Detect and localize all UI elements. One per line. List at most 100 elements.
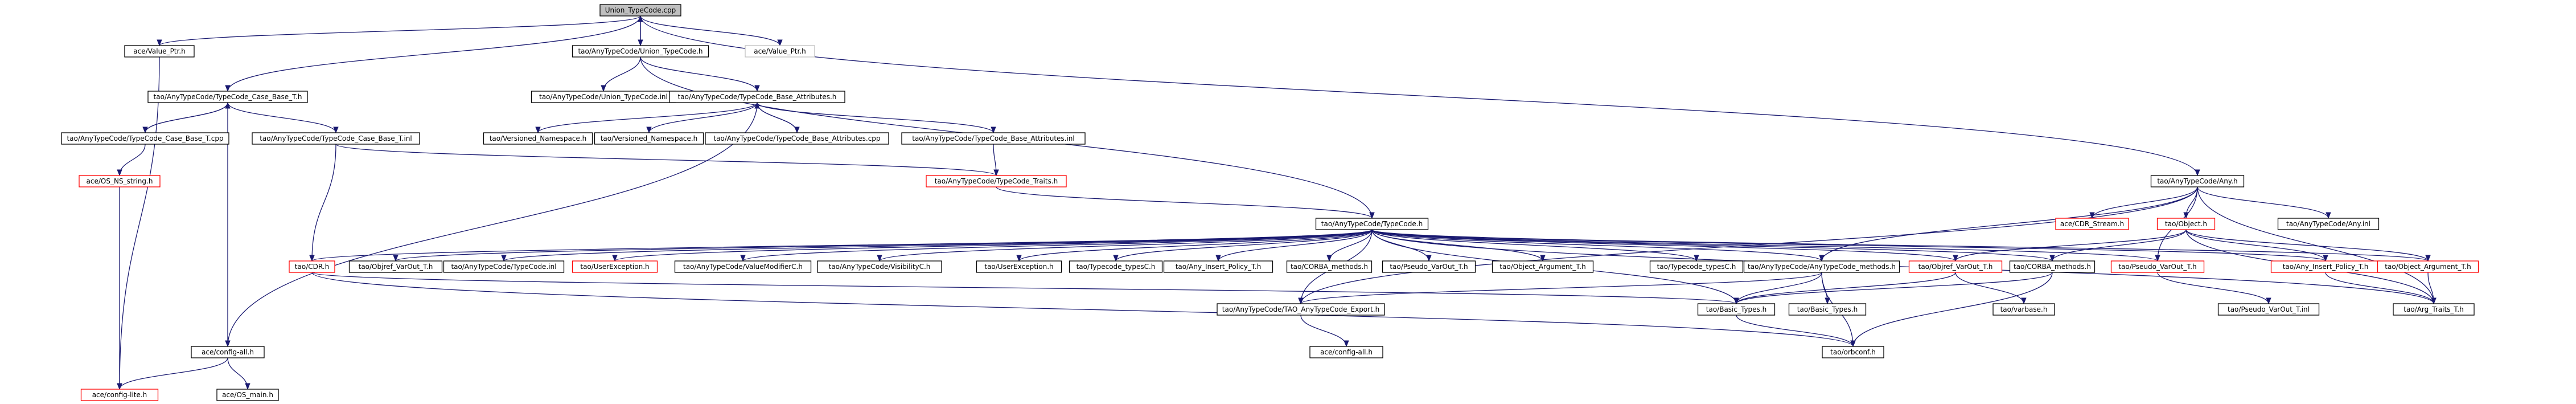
node-any-insert-policy-1[interactable]: tao/Any_Insert_Policy_T.h [1163,260,1273,273]
edge-root-to-any-h [640,15,2200,177]
edge-typecode-h-to-any-insert-policy-1 [1215,229,1373,262]
node-label: tao/Pseudo_VarOut_T.inl [2228,305,2310,313]
node-box [2277,218,2380,230]
node-box [817,260,942,273]
edge-typecode-h-to-value-modifier [740,229,1373,262]
node-label: tao/CDR.h [295,263,329,271]
node-config-lite[interactable]: ace/config-lite.h [80,389,159,401]
edge-base-attributes-h-to-versioned-ns-1 [535,102,758,134]
edge-union-typecode-h-to-union-typecode-inl [601,56,641,92]
node-typecode-typesc-2[interactable]: tao/Typecode_typesC.h [1649,260,1744,273]
edge-corba-methods-2-to-orbconf [1850,272,2053,348]
node-object-argument-2[interactable]: tao/Object_Argument_T.h [2377,260,2479,273]
node-value-ptr-1[interactable]: ace/Value_Ptr.h [124,45,195,58]
node-box [216,389,279,401]
node-pseudo-varout-1[interactable]: tao/Pseudo_VarOut_T.h [1382,260,1476,273]
edge-typecode-h-to-corba-methods-2 [1371,229,2055,262]
node-case-base-t-cpp[interactable]: tao/AnyTypeCode/TypeCode_Case_Base_T.cpp [61,132,229,145]
node-typecode-typesc-1[interactable]: tao/Typecode_typesC.h [1069,260,1163,273]
edge-typecode-h-to-cdr-h [310,229,1373,262]
node-box [289,260,335,273]
node-corba-methods-2[interactable]: tao/CORBA_methods.h [2009,260,2096,273]
node-varbase[interactable]: tao/varbase.h [1992,303,2055,316]
node-label: tao/Any_Insert_Policy_T.h [1176,263,1262,271]
node-any-insert-policy-2[interactable]: tao/Any_Insert_Policy_T.h [2270,260,2381,273]
node-label: tao/AnyTypeCode/Any.h [2157,177,2237,185]
node-box [1788,303,1867,316]
node-label: ace/config-lite.h [92,391,147,399]
node-object-h[interactable]: tao/Object.h [2156,218,2216,230]
node-cdr-h[interactable]: tao/CDR.h [289,260,335,273]
node-label: tao/Objref_VarOut_T.h [1918,263,1993,271]
node-label: tao/Object_Argument_T.h [1499,263,1585,271]
edge-root-to-value-ptr-2 [640,15,783,47]
node-anytypecode-methods[interactable]: tao/AnyTypeCode/AnyTypeCode_methods.h [1743,260,1900,273]
edge-object-h-to-corba-methods-2 [2049,229,2187,262]
node-any-h[interactable]: tao/AnyTypeCode/Any.h [2150,175,2245,187]
edge-cdr-h-to-basic-types-1 [311,272,1739,305]
node-label: tao/Basic_Types.h [1797,305,1858,313]
node-label: tao/Versioned_Namespace.h [601,134,698,142]
node-label: tao/AnyTypeCode/AnyTypeCode_methods.h [1748,263,1896,271]
edge-objref-varout-2-to-varbase [1955,272,2027,305]
edge-typecode-h-to-typecode-inl [501,229,1373,262]
node-root[interactable]: Union_TypeCode.cpp [599,4,681,17]
node-visibility[interactable]: tao/AnyTypeCode/VisibilityC.h [817,260,942,273]
node-arg-traits[interactable]: tao/Arg_Traits_T.h [2393,303,2475,316]
node-label: ace/CDR_Stream.h [2060,220,2124,228]
node-box [1315,218,1429,230]
edge-any-h-to-any-inl [2197,186,2331,219]
node-config-all-1[interactable]: ace/config-all.h [191,346,265,358]
node-basic-types-2[interactable]: tao/Basic_Types.h [1788,303,1867,316]
node-union-typecode-inl[interactable]: tao/AnyTypeCode/Union_TypeCode.inl [531,91,676,103]
node-basic-types-1[interactable]: tao/Basic_Types.h [1697,303,1776,316]
node-os-ns-string[interactable]: ace/OS_NS_string.h [79,175,161,187]
edge-any-h-to-cdr-stream [2089,186,2198,219]
edge-typecode-h-to-user-exception-1 [612,229,1373,262]
edge-any-insert-policy-2-to-arg-traits [2325,272,2437,305]
edge-typecode-h-to-any-insert-policy-2 [1371,229,2328,262]
node-box [1992,303,2055,316]
node-cdr-stream[interactable]: ace/CDR_Stream.h [2055,218,2129,230]
edge-root-to-value-ptr-1 [157,15,641,47]
edge-object-h-to-objref-varout-2 [1953,229,2187,262]
edge-object-h-to-object-argument-2 [2185,229,2431,262]
node-label: tao/AnyTypeCode/ValueModifierC.h [683,263,803,271]
node-union-typecode-h[interactable]: tao/AnyTypeCode/Union_TypeCode.h [572,45,709,58]
node-case-base-t-h[interactable]: tao/AnyTypeCode/TypeCode_Case_Base_T.h [147,91,308,103]
node-versioned-ns-1[interactable]: tao/Versioned_Namespace.h [483,132,593,145]
node-objref-varout[interactable]: tao/Objref_VarOut_T.h [348,260,443,273]
node-label: ace/Value_Ptr.h [133,47,186,55]
node-versioned-ns-2[interactable]: tao/Versioned_Namespace.h [594,132,704,145]
node-object-argument-1[interactable]: tao/Object_Argument_T.h [1492,260,1594,273]
node-typecode-inl[interactable]: tao/AnyTypeCode/TypeCode.inl [443,260,565,273]
node-corba-methods-1[interactable]: tao/CORBA_methods.h [1286,260,1373,273]
node-pseudo-varout-2[interactable]: tao/Pseudo_VarOut_T.h [2110,260,2205,273]
node-box [1069,260,1163,273]
node-label: tao/AnyTypeCode/TypeCode.inl [451,263,556,271]
node-case-base-t-inl[interactable]: tao/AnyTypeCode/TypeCode_Case_Base_T.inl [252,132,420,145]
edge-typecode-h-to-typecode-typesc-2 [1371,229,1699,262]
node-objref-varout-2[interactable]: tao/Objref_VarOut_T.h [1908,260,2003,273]
node-base-attributes-inl[interactable]: tao/AnyTypeCode/TypeCode_Base_Attributes… [901,132,1086,145]
node-tao-export[interactable]: tao/AnyTypeCode/TAO_AnyTypeCode_Export.h [1217,303,1385,316]
node-base-attributes-cpp[interactable]: tao/AnyTypeCode/TypeCode_Base_Attributes… [705,132,889,145]
node-os-main[interactable]: ace/OS_main.h [216,389,279,401]
node-value-modifier[interactable]: tao/AnyTypeCode/ValueModifierC.h [674,260,812,273]
node-label: tao/Object.h [2165,220,2207,228]
node-label: tao/Typecode_typesC.h [1657,263,1736,271]
node-typecode-traits[interactable]: tao/AnyTypeCode/TypeCode_Traits.h [926,175,1067,187]
node-user-exception-1[interactable]: tao/UserException.h [572,260,658,273]
node-label: tao/Objref_VarOut_T.h [359,263,433,271]
node-user-exception-2[interactable]: tao/UserException.h [976,260,1062,273]
node-typecode-h[interactable]: tao/AnyTypeCode/TypeCode.h [1315,218,1429,230]
edge-config-all-1-to-config-lite [117,357,228,390]
node-label: tao/UserException.h [580,263,649,271]
edge-tao-export-to-config-all-2 [1300,315,1349,348]
node-pseudo-varout-inl[interactable]: tao/Pseudo_VarOut_T.inl [2217,303,2320,316]
node-label: tao/UserException.h [984,263,1053,271]
node-base-attributes-h[interactable]: tao/AnyTypeCode/TypeCode_Base_Attributes… [669,91,845,103]
node-config-all-2[interactable]: ace/config-all.h [1309,346,1383,358]
node-orbconf[interactable]: tao/orbconf.h [1822,346,1884,358]
node-any-inl[interactable]: tao/AnyTypeCode/Any.inl [2277,218,2380,230]
